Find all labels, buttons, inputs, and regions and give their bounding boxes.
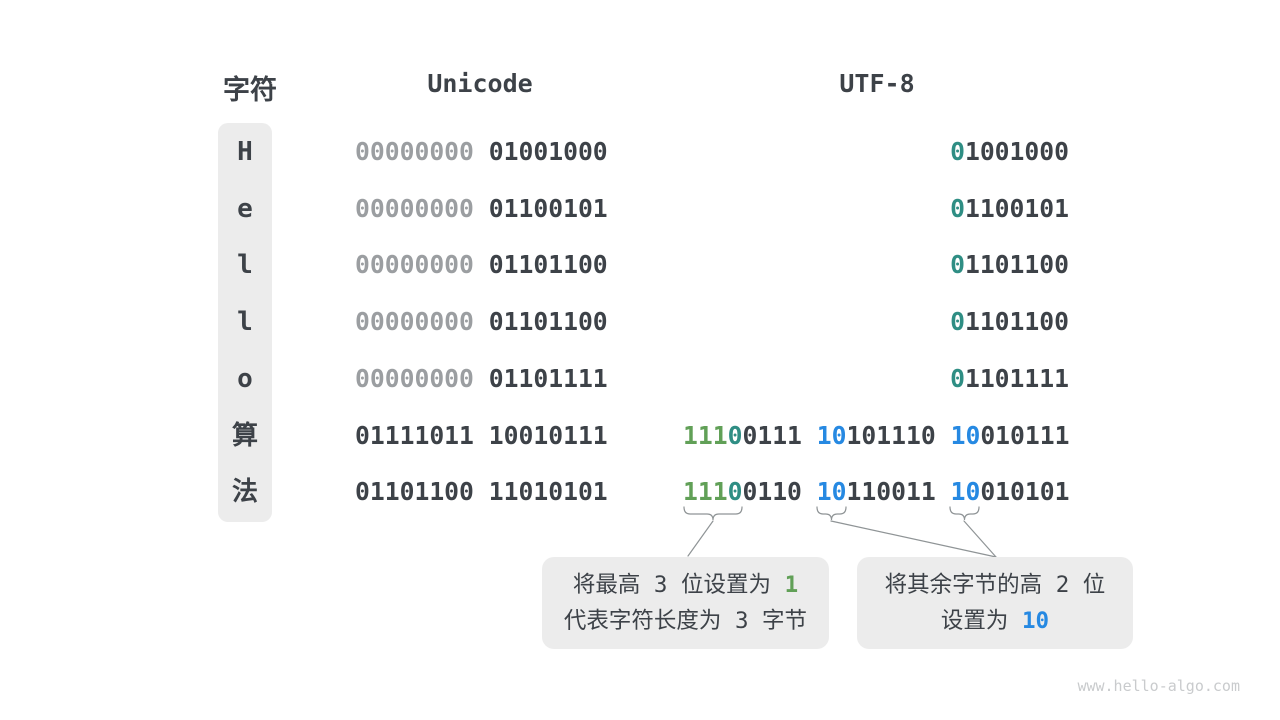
binary-segment-dark: 01111011 10010111 [355, 420, 608, 450]
column-header-unicode: Unicode [427, 69, 533, 98]
char-cell: H [237, 137, 253, 167]
unicode-binary: 01101100 11010101 [355, 464, 608, 520]
callout-continuation-line1: 将其余字节的高 2 位 [884, 572, 1106, 598]
utf8-binary: 11100110 10110011 10010101 [683, 464, 1070, 520]
callout-length-bits: 将最高 3 位设置为 1 代表字符长度为 3 字节 [542, 557, 829, 649]
character-column-background [218, 123, 272, 522]
char-cell: l [237, 307, 253, 338]
callout-length-bits-line1: 将最高 3 位设置为 1 [542, 567, 829, 603]
binary-segment-gray: 00000000 [355, 363, 474, 393]
highlight-one: 1 [784, 572, 799, 598]
binary-segment-teal: 0 [950, 250, 965, 280]
unicode-binary: 00000000 01101100 [355, 294, 608, 350]
callout-text: 将最高 3 位设置为 [572, 572, 785, 598]
utf8-binary: 01101100 [683, 294, 1069, 350]
utf8-binary: 01001000 [683, 124, 1069, 180]
char-cell: l [237, 250, 253, 281]
binary-segment-gray: 00000000 [355, 307, 474, 337]
binary-segment-gray: 00000000 [355, 137, 474, 166]
binary-segment-dark: 1001000 [964, 137, 1069, 166]
callout-length-bits-line2: 代表字符长度为 3 字节 [563, 608, 808, 634]
binary-segment-gray: 00000000 [355, 250, 474, 280]
binary-segment-gray: 00000000 [355, 193, 474, 223]
highlight-ten: 10 [1021, 608, 1050, 634]
unicode-binary: 00000000 01101100 [355, 237, 608, 293]
binary-segment-dark: 1101100 [964, 307, 1069, 337]
binary-segment-dark: 1101111 [964, 363, 1069, 393]
binary-segment-green: 111 [683, 477, 728, 507]
binary-segment-dark: 110011 [846, 477, 951, 507]
unicode-binary: 01111011 10010111 [355, 408, 608, 464]
binary-segment-teal: 0 [950, 137, 965, 166]
binary-segment-dark: 0111 [742, 420, 817, 450]
binary-segment-blue: 10 [816, 420, 847, 450]
binary-segment-teal: 0 [950, 307, 965, 337]
binary-segment-dark: 010111 [980, 420, 1070, 450]
utf8-binary: 11100111 10101110 10010111 [683, 408, 1070, 464]
binary-segment-dark: 1101100 [964, 250, 1069, 280]
char-cell: e [237, 193, 253, 224]
callout-continuation-line2: 设置为 10 [857, 603, 1133, 639]
binary-segment-blue: 10 [816, 477, 847, 507]
binary-segment-teal: 0 [727, 420, 743, 450]
binary-segment-dark: 01001000 [473, 137, 608, 166]
binary-segment-dark: 01101100 [473, 307, 608, 337]
binary-segment-dark: 010101 [980, 477, 1070, 507]
column-header-char: 字符 [223, 75, 277, 106]
binary-segment-teal: 0 [950, 363, 965, 393]
binary-segment-dark: 01101100 [473, 250, 608, 280]
connector-line-left [687, 520, 714, 557]
char-cell: 算 [231, 420, 258, 451]
char-cell: o [237, 363, 253, 394]
binary-segment-green: 111 [683, 420, 728, 450]
binary-segment-dark: 101110 [846, 420, 951, 450]
utf8-binary: 01101100 [683, 237, 1069, 293]
unicode-binary: 00000000 01001000 [355, 124, 608, 180]
char-cell: 法 [231, 477, 258, 508]
binary-segment-dark: 01101111 [473, 363, 608, 393]
binary-segment-blue: 10 [950, 477, 981, 507]
binary-segment-dark: 01100101 [473, 193, 608, 223]
utf8-binary: 01101111 [683, 351, 1069, 407]
callout-continuation-bits: 将其余字节的高 2 位 设置为 10 [857, 557, 1133, 649]
connector-line-right [963, 520, 997, 558]
binary-segment-dark: 0110 [742, 477, 817, 507]
unicode-binary: 00000000 01100101 [355, 181, 608, 237]
unicode-binary: 00000000 01101111 [355, 351, 608, 407]
binary-segment-dark: 1100101 [964, 193, 1069, 223]
watermark: www.hello-algo.com [1077, 677, 1240, 695]
binary-segment-teal: 0 [950, 193, 965, 223]
binary-segment-blue: 10 [950, 420, 981, 450]
connector-line-mid [830, 520, 997, 558]
callout-text: 设置为 [940, 608, 1022, 634]
column-header-utf8: UTF-8 [839, 69, 915, 98]
binary-segment-teal: 0 [727, 477, 743, 507]
binary-segment-dark: 01101100 11010101 [355, 477, 608, 507]
utf8-binary: 01100101 [683, 181, 1069, 237]
